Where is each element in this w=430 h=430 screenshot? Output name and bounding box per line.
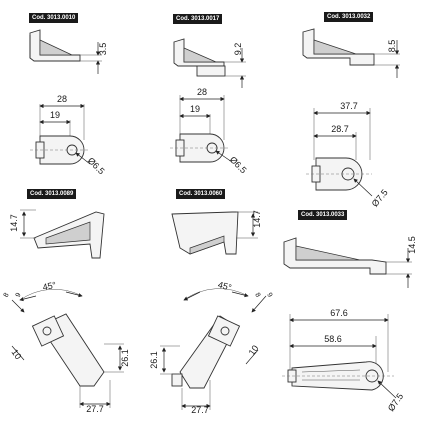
dim-h2: 9.2 — [233, 43, 243, 56]
dim-w1b: 19 — [50, 110, 60, 120]
code-label-2: Cod. 3013.0017 — [173, 14, 223, 24]
dim-w2b: 19 — [190, 104, 200, 114]
part-0017-top-view — [170, 95, 233, 163]
dim-w3a: 37.7 — [340, 101, 358, 111]
dim-s2d: 26.1 — [149, 351, 159, 369]
dim-s2e: 27.7 — [191, 405, 209, 415]
part-0033-side-view — [283, 237, 412, 288]
dim-w6b: 58.6 — [324, 334, 342, 344]
part-0033-top-view — [282, 314, 397, 399]
dim-ang2: 45° — [217, 280, 233, 293]
dim-d3: Ø7.5 — [370, 187, 390, 208]
dim-w2a: 28 — [197, 87, 207, 97]
dim-h1: 3.5 — [98, 43, 108, 56]
dim-s1e: 27.7 — [86, 404, 104, 414]
dim-s2b: 9 — [265, 292, 273, 299]
part-0089-top-view — [11, 288, 124, 408]
dim-h5: 14.7 — [252, 210, 262, 228]
dim-s1c: 10 — [9, 347, 23, 361]
part-0032-top-view — [306, 108, 373, 197]
dim-w1a: 28 — [57, 94, 67, 104]
dim-w6a: 67.6 — [330, 308, 348, 318]
code-label-4: Cod. 3013.0089 — [27, 189, 77, 199]
code-label-1: Cod. 3013.0010 — [29, 13, 79, 23]
part-0060-side-view — [171, 211, 258, 255]
dim-d6: Ø7.5 — [386, 391, 405, 413]
dim-ang1: 45° — [42, 280, 58, 293]
part-0010-side-view — [29, 29, 102, 74]
code-label-6: Cod. 3013.0033 — [298, 210, 348, 220]
dim-s2a: 8 — [253, 292, 261, 299]
dim-s1b: 9 — [15, 292, 23, 299]
dim-w3b: 28.7 — [331, 124, 349, 134]
code-label-5: Cod. 3013.0060 — [176, 189, 226, 199]
code-label-3: Cod. 3013.0032 — [324, 12, 374, 22]
part-0010-top-view — [30, 103, 91, 165]
part-0017-side-view — [173, 38, 246, 88]
dim-s1d: 26.1 — [120, 349, 130, 367]
dim-s2c: 10 — [247, 343, 261, 357]
dim-h4: 14.7 — [9, 214, 19, 232]
dim-h6: 14.5 — [407, 236, 417, 254]
dim-d1: Ø6.5 — [86, 155, 107, 176]
part-0032-side-view — [302, 28, 400, 78]
part-0089-side-view — [20, 209, 105, 259]
dim-h3: 8.5 — [387, 40, 397, 53]
dim-s1a: 8 — [3, 292, 11, 299]
dim-d2: Ø6.5 — [228, 154, 249, 175]
part-0060-top-view — [160, 288, 267, 410]
